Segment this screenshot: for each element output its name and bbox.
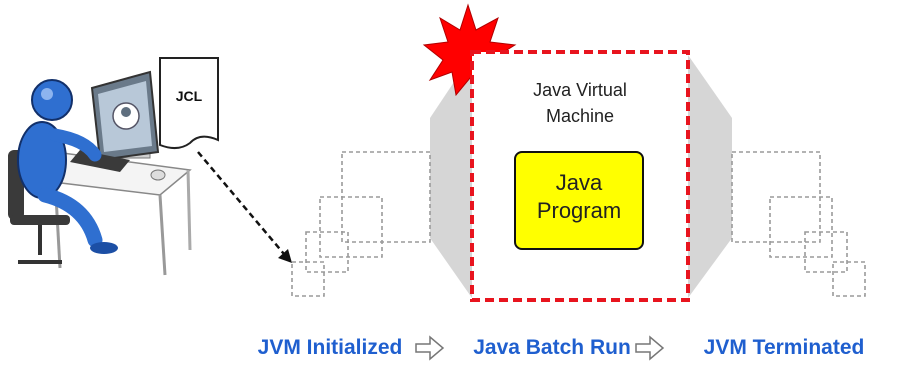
phase-arrow-2 [635, 335, 665, 361]
left-dashed-chart [291, 151, 431, 297]
phase-jvm-terminated: JVM Terminated [704, 336, 865, 359]
jcl-label: JCL [176, 88, 203, 104]
phase-arrow-1 [415, 335, 445, 361]
person-at-computer-illustration [8, 70, 192, 276]
program-line2: Program [537, 198, 621, 223]
jcl-document: JCL [159, 57, 219, 149]
phase-jvm-initialized: JVM Initialized [258, 336, 403, 359]
jvm-title-line1: Java Virtual [533, 80, 627, 100]
right-dashed-chart [731, 151, 866, 297]
phase-java-batch-run: Java Batch Run [473, 336, 631, 359]
program-line1: Java [556, 170, 603, 195]
java-program-box [514, 151, 644, 250]
jvm-title-line2: Machine [546, 106, 614, 126]
submit-arrow [197, 151, 292, 263]
right-gray-wedge [688, 55, 732, 298]
left-gray-wedge [430, 55, 472, 298]
